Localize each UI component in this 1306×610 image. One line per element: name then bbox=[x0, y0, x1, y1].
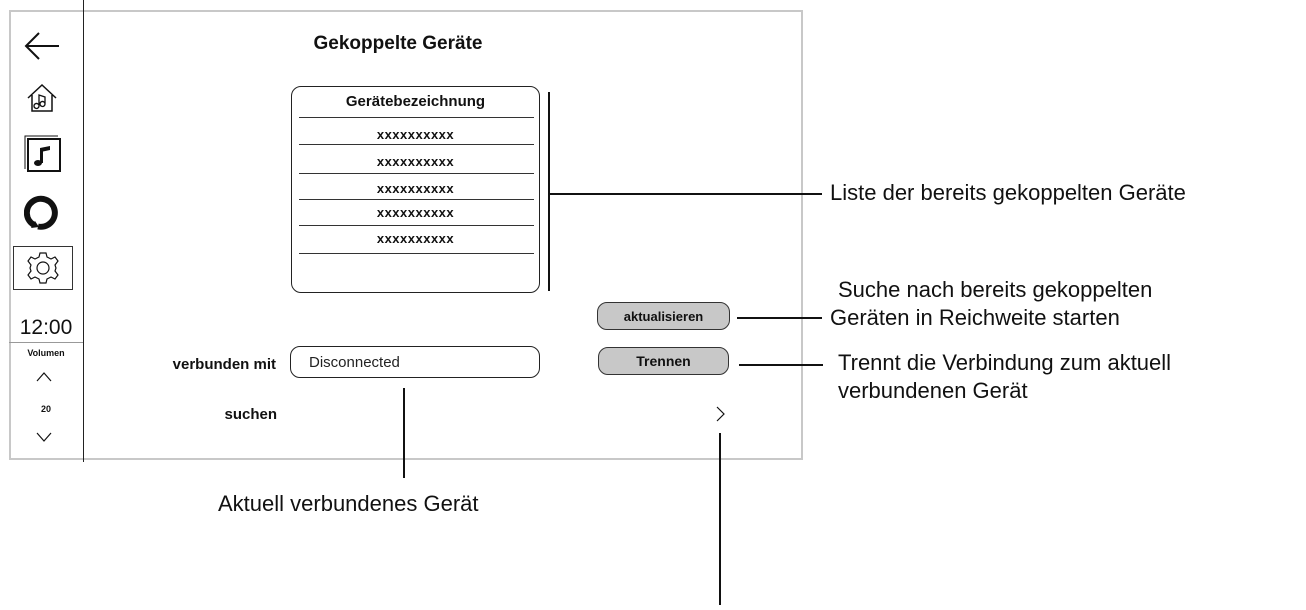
gear-icon bbox=[27, 252, 59, 284]
annotation-refresh: Suche nach bereits gekoppelten Geräten i… bbox=[830, 276, 1153, 332]
connected-device-field: Disconnected bbox=[290, 346, 540, 378]
list-separator bbox=[299, 253, 534, 254]
clock-time: 12:00 bbox=[19, 316, 73, 339]
clock-divider bbox=[9, 342, 83, 343]
device-screen bbox=[9, 10, 803, 460]
settings-button[interactable] bbox=[13, 246, 73, 290]
annotation-disconnect-line1: Trennt die Verbindung zum aktuell bbox=[838, 350, 1172, 375]
annotation-line-refresh bbox=[737, 317, 822, 319]
alexa-ring-icon[interactable] bbox=[22, 191, 62, 231]
chevron-down-icon[interactable] bbox=[34, 428, 54, 446]
list-separator bbox=[299, 199, 534, 200]
sidebar-divider bbox=[83, 0, 84, 462]
annotation-refresh-line2: Geräten in Reichweite starten bbox=[830, 305, 1120, 330]
back-arrow-icon[interactable] bbox=[22, 26, 62, 66]
paired-device-list: Gerätebezeichnung xxxxxxxxxx xxxxxxxxxx … bbox=[291, 86, 540, 293]
chevron-up-icon[interactable] bbox=[34, 368, 54, 386]
music-note-icon[interactable] bbox=[22, 133, 62, 173]
search-label[interactable]: suchen bbox=[224, 406, 277, 423]
disconnect-button[interactable]: Trennen bbox=[598, 347, 729, 375]
list-item[interactable]: xxxxxxxxxx bbox=[376, 205, 455, 220]
list-separator bbox=[299, 117, 534, 118]
annotation-list: Liste der bereits gekoppelten Geräte bbox=[830, 180, 1186, 205]
page-title: Gekoppelte Geräte bbox=[313, 33, 483, 54]
list-item[interactable]: xxxxxxxxxx bbox=[376, 154, 455, 169]
volume-label: Volumen bbox=[27, 348, 65, 358]
list-item[interactable]: xxxxxxxxxx bbox=[376, 181, 455, 196]
annotation-disconnect-line2: verbundenen Gerät bbox=[838, 378, 1028, 403]
annotation-line-connected bbox=[403, 388, 405, 478]
annotation-connected: Aktuell verbundenes Gerät bbox=[218, 491, 479, 516]
list-item[interactable]: xxxxxxxxxx bbox=[376, 127, 455, 142]
annotation-line-disconnect bbox=[739, 364, 823, 366]
annotation-bracket-list bbox=[548, 92, 550, 291]
refresh-button[interactable]: aktualisieren bbox=[597, 302, 730, 330]
annotation-refresh-line1: Suche nach bereits gekoppelten bbox=[838, 277, 1153, 302]
chevron-right-icon[interactable] bbox=[714, 404, 728, 424]
home-music-icon[interactable] bbox=[22, 78, 62, 118]
list-separator bbox=[299, 173, 534, 174]
list-header: Gerätebezeichnung bbox=[345, 93, 486, 110]
annotation-line-search bbox=[719, 433, 721, 605]
list-separator bbox=[299, 225, 534, 226]
connected-label: verbunden mit bbox=[172, 356, 276, 373]
annotation-disconnect: Trennt die Verbindung zum aktuell verbun… bbox=[838, 349, 1171, 405]
volume-value: 20 bbox=[40, 404, 51, 414]
annotation-line-list bbox=[550, 193, 822, 195]
list-item[interactable]: xxxxxxxxxx bbox=[376, 231, 455, 246]
list-separator bbox=[299, 144, 534, 145]
